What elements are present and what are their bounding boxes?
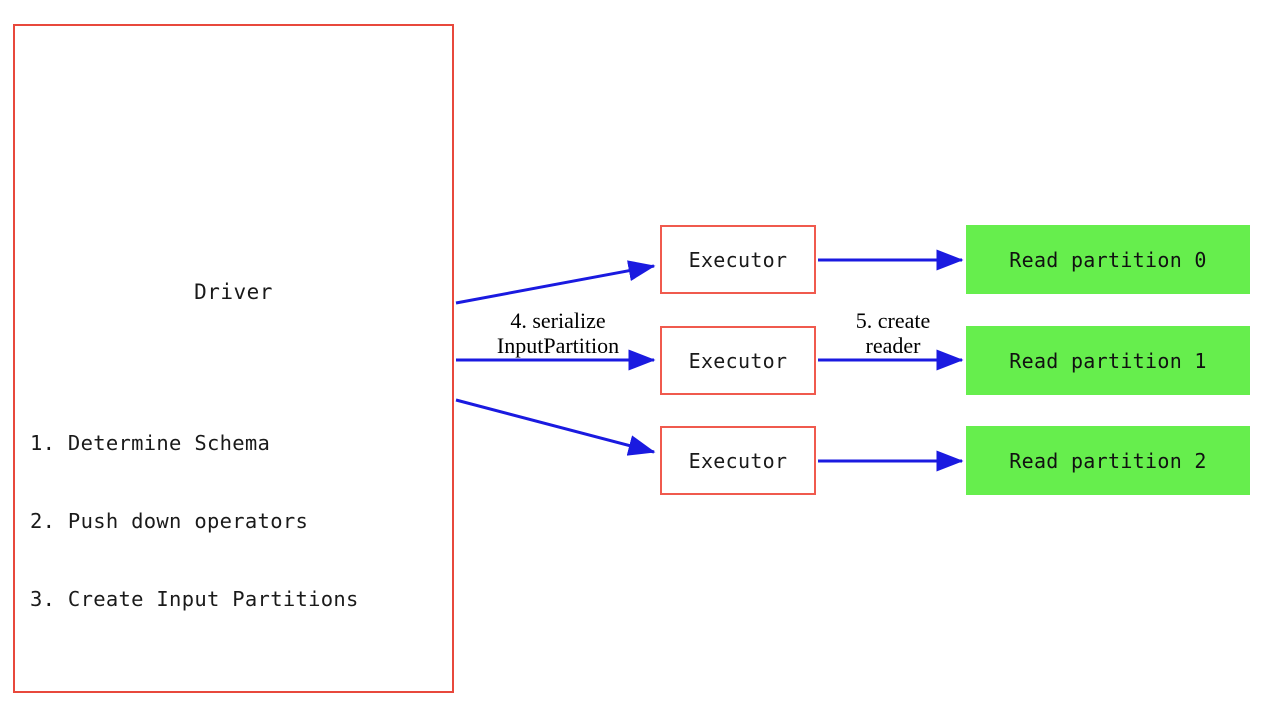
read-partition-box-1: Read partition 1 [966,326,1250,395]
edge-label-create-line-1: 5. create [855,308,931,333]
edge-label-serialize: 4. serialize InputPartition [478,308,638,358]
edge-label-serialize-line-1: 4. serialize [510,308,606,333]
driver-step-3: 3. Create Input Partitions [30,587,359,611]
arrow-driver-to-executor-1 [455,260,656,305]
arrow-driver-to-executor-3 [455,398,656,456]
edge-label-serialize-line-2: InputPartition [496,333,620,358]
edge-label-create-reader: 5. create reader [828,308,958,358]
executor-box-2: Executor [660,326,816,395]
executor-box-3: Executor [660,426,816,495]
driver-step-1: 1. Determine Schema [30,431,271,455]
driver-box: Driver 1. Determine Schema 2. Push down … [13,24,454,693]
driver-steps-list: 1. Determine Schema 2. Push down operato… [30,378,359,664]
driver-step-2: 2. Push down operators [30,509,309,533]
edge-label-create-line-2: reader [865,333,921,358]
read-partition-box-0: Read partition 0 [966,225,1250,294]
executor-box-1: Executor [660,225,816,294]
driver-title: Driver [194,280,273,304]
read-partition-box-2: Read partition 2 [966,426,1250,495]
